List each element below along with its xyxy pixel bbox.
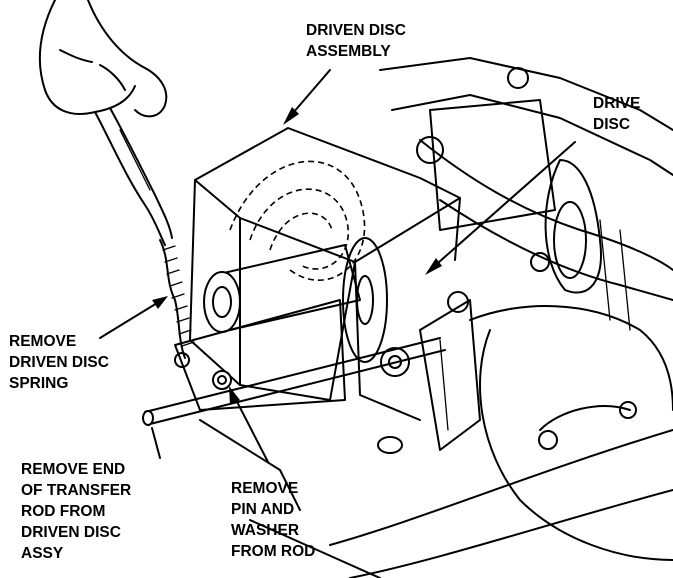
label-line: REMOVE — [231, 480, 299, 497]
label-line: DISC — [593, 116, 631, 133]
label-line: SPRING — [9, 375, 69, 392]
label-line: DRIVEN DISC — [21, 524, 121, 541]
arrow-rod-end — [151, 427, 161, 459]
hand-with-pliers — [38, 0, 173, 246]
label-line: OF TRANSFER — [21, 482, 132, 499]
drive-disc-label: DRIVE DISC — [593, 93, 640, 135]
driven-disc-assembly-label: DRIVEN DISC ASSEMBLY — [306, 20, 406, 62]
label-line: REMOVE END — [21, 461, 126, 478]
label-line: FROM ROD — [231, 543, 316, 560]
arrow-drive-disc — [429, 141, 576, 271]
label-line: WASHER — [231, 522, 300, 539]
label-line: PIN AND — [231, 501, 295, 518]
label-line: DRIVEN DISC — [9, 354, 109, 371]
label-line: DRIVE — [593, 95, 641, 112]
driven-disc-spring — [159, 239, 195, 359]
label-line: DRIVEN DISC — [306, 22, 406, 39]
remove-spring-label: REMOVE DRIVEN DISC SPRING — [9, 331, 109, 394]
arrow-pin-washer — [231, 391, 269, 463]
shaft-and-nut — [203, 244, 469, 377]
arrowhead-drive-disc — [425, 258, 442, 275]
label-line: ROD FROM — [21, 503, 106, 520]
arrow-spring — [99, 299, 163, 339]
label-line: ASSEMBLY — [306, 43, 391, 60]
remove-pin-label: REMOVE PIN AND WASHER FROM ROD — [231, 478, 315, 562]
drive-housing — [379, 57, 673, 561]
arrowhead-driven-disc-assembly — [283, 107, 299, 125]
label-line: REMOVE — [9, 333, 77, 350]
arrowhead-pin-washer — [229, 386, 240, 405]
arrowhead-spring — [152, 296, 168, 309]
leader-arrows — [99, 69, 576, 463]
remove-rod-end-label: REMOVE END OF TRANSFER ROD FROM DRIVEN D… — [21, 459, 131, 564]
label-line: ASSY — [21, 545, 64, 562]
transfer-rod — [142, 299, 446, 426]
